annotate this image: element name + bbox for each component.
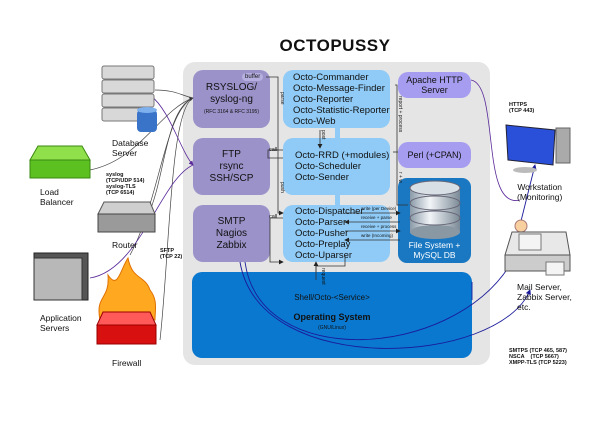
syslog-protocol-label: syslog(TCP/UDP 514)syslog-TLS(TCP 6514) [106,172,145,196]
ssh-scp-label: SSH/SCP [209,172,254,184]
connector [335,195,340,205]
router-icon [97,201,156,233]
router-label: Router [112,240,138,250]
octo-commander: Octo-Commander [293,71,369,83]
receive-process-label: receive + process [361,224,397,229]
os-box: Shell/Octo-<Service> Operating System (G… [192,272,472,358]
sftp-protocol-label: SFTP(TCP 22) [160,248,183,260]
mail-server-label: Mail Server,Zabbix Server,etc. [517,282,572,312]
octo-dispatcher-box: Octo-Dispatcher Octo-Parser Octo-Pusher … [283,205,390,262]
os-subtitle: (GNU/Linux) [318,325,346,331]
nagios-label: Nagios [215,227,248,239]
perl-box: Perl (+CPAN) [398,142,471,168]
perl-label: Perl (+CPAN) [407,150,462,160]
firewall-icon [96,256,157,345]
octo-uparser: Octo-Uparser [295,250,353,261]
apache-label-2: Server [421,85,448,95]
apache-label: Apache HTTP [406,75,463,85]
rsyslog-label: RSYSLOG/ [205,82,258,93]
octo-reporter: Octo-Reporter [293,93,354,105]
os-title: Operating System [293,312,371,322]
octo-statistic-reporter: Octo-Statistic-Reporter [293,104,390,116]
receive-parse-label: receive + parse [361,215,392,220]
zabbix-label: Zabbix [216,239,247,251]
apache-box: Apache HTTP Server [398,72,471,98]
load-balancer-icon [29,145,91,179]
db-label: File System + [408,240,461,250]
rfc-note: (RFC 3164 & RFC 3195) [203,109,260,115]
write-incoming-label: write (Incoming) [361,233,394,238]
syslog-ng-label: syslog-ng [210,94,253,105]
octo-web: Octo-Web [293,115,336,127]
octo-scheduler-box: Octo-RRD (+modules) Octo-Scheduler Octo-… [283,138,390,195]
mail-server-icon [504,219,571,276]
smtp-box: SMTP Nagios Zabbix [193,205,270,262]
smtp-label: SMTP [217,215,246,227]
ftp-box: FTP rsync SSH/SCP [193,138,270,195]
database-icon [409,180,461,239]
octo-scheduler: Octo-Scheduler [295,161,362,172]
ftp-label: FTP [222,148,241,160]
buffer-tag: buffer [242,73,264,81]
diagram-title: OCTOPUSSY [279,36,391,55]
octo-preplay: Octo-Preplay [295,239,351,250]
application-servers-icon [33,252,89,301]
database-server-icon [101,65,157,132]
workstation-label: Workstation(Monitoring) [517,182,563,202]
octo-rrd: Octo-RRD (+modules) [295,150,390,161]
octo-dispatcher: Octo-Dispatcher [295,206,364,217]
db-box: File System + MySQL DB [398,178,471,263]
https-protocol-label: HTTPS(TCP 443) [509,102,535,114]
call-label: call [269,147,278,153]
octo-web-box: Octo-Commander Octo-Message-Finder Octo-… [283,70,390,128]
workstation-icon [505,124,571,173]
call-label: call [269,214,278,220]
db-label-2: MySQL DB [413,250,456,260]
rsync-label: rsync [219,160,244,172]
firewall-label: Firewall [112,358,142,368]
octo-parser: Octo-Parser [295,217,347,228]
outbound-protocol-label: SMTPS (TCP 465, 587)NSCA (TCP 5667)XMPP-… [509,348,567,366]
connector [335,128,340,138]
octo-pusher: Octo-Pusher [295,228,349,239]
octo-sender: Octo-Sender [295,172,349,183]
octo-message-finder: Octo-Message-Finder [293,82,385,94]
shell-label: Shell/Octo-<Service> [294,293,370,302]
write-device-label: write (per Device) [361,206,397,211]
